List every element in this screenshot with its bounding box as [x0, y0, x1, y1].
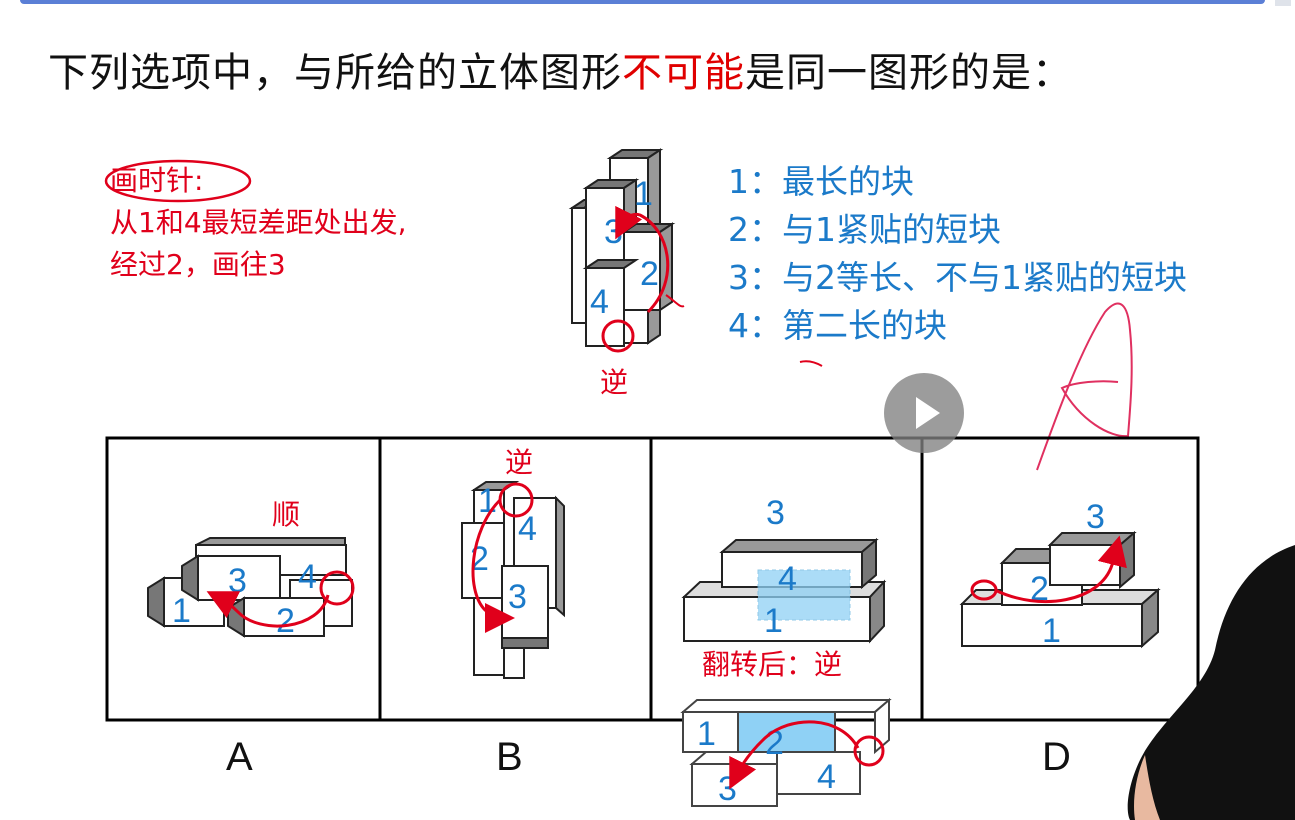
option-a-number-2: 2 — [276, 602, 295, 640]
option-c-flipped-arrow — [729, 720, 860, 790]
ref-rotation-arrow — [615, 205, 670, 314]
option-a-label: A — [226, 735, 253, 779]
legend-item-1: 1：最长的块 — [728, 162, 914, 201]
option-c-numbers: 3 4 1 — [764, 494, 797, 640]
annotation-title: 画时针: — [110, 164, 204, 197]
reference-numbers: 1 3 2 4 — [590, 175, 659, 321]
option-a-start-circle — [319, 570, 355, 606]
answer-pen-mark — [1036, 302, 1133, 471]
ref-number-3: 3 — [604, 213, 623, 251]
legend-item-2: 2：与1紧贴的短块 — [728, 210, 1001, 249]
presenter-skin — [1134, 755, 1160, 820]
option-a-numbers: 3 4 1 2 — [172, 558, 317, 640]
ref-rotation-label: 逆 — [600, 366, 628, 399]
window-top-bar — [0, 0, 1295, 6]
option-c-flipped-number-1: 1 — [697, 715, 716, 753]
legend-item-3: 3：与2等长、不与1紧贴的短块 — [728, 258, 1187, 297]
option-d-number-3: 3 — [1086, 498, 1105, 536]
option-c-number-3: 3 — [766, 494, 785, 532]
ref-number-4: 4 — [590, 283, 609, 321]
option-a-number-1: 1 — [172, 592, 191, 630]
option-b-arrow — [471, 498, 515, 633]
annotation-circle — [104, 159, 252, 203]
option-c-start-circle — [853, 735, 885, 767]
block-legend: 1：最长的块 2：与1紧贴的短块 3：与2等长、不与1紧贴的短块 4：第二长的块 — [728, 158, 1187, 350]
question-suffix: 是同一图形的是： — [745, 50, 1073, 96]
ref-number-2: 2 — [640, 255, 659, 293]
legend-item-4: 4：第二长的块 — [728, 306, 947, 345]
option-b-number-4: 4 — [518, 510, 537, 548]
option-a-rotation: 顺 — [272, 498, 300, 531]
option-c-flipped-number-4: 4 — [817, 758, 836, 796]
question-prefix: 下列选项中，与所给的立体图形 — [48, 50, 622, 96]
question-title: 下列选项中，与所给的立体图形不可能是同一图形的是： — [48, 40, 1073, 98]
ref-number-1: 1 — [634, 175, 653, 213]
ref-start-circle — [601, 319, 635, 353]
option-c-highlight-block — [757, 569, 851, 621]
accent-bar — [20, 0, 1265, 4]
annotation-line-2: 经过2，画往3 — [110, 248, 286, 281]
option-c-number-1: 1 — [764, 602, 783, 640]
annotation-line-1: 从1和4最短差距处出发, — [110, 206, 407, 239]
option-d-label: D — [1042, 735, 1071, 779]
window-corner — [1275, 0, 1291, 6]
option-d-start-circle — [970, 579, 998, 601]
option-c-number-4: 4 — [778, 560, 797, 598]
question-highlight: 不可能 — [622, 50, 745, 96]
option-d-number-2: 2 — [1030, 570, 1049, 608]
option-c-rotation: 翻转后：逆 — [702, 648, 842, 681]
play-icon[interactable] — [884, 373, 964, 453]
legend-pen-mark — [799, 360, 823, 367]
option-b-start-circle — [498, 482, 534, 518]
option-b-rotation: 逆 — [505, 446, 533, 479]
option-b-number-3: 3 — [508, 578, 527, 616]
option-b-label: B — [496, 735, 523, 779]
option-d-number-1: 1 — [1042, 612, 1061, 650]
option-a-number-4: 4 — [298, 558, 317, 596]
option-d-numbers: 3 2 1 — [1030, 498, 1105, 650]
annotation-note: 画时针: 从1和4最短差距处出发, 经过2，画往3 — [110, 160, 407, 286]
option-a-arrow — [206, 591, 330, 628]
options-panel — [105, 436, 1200, 722]
presenter-silhouette — [1127, 545, 1295, 820]
option-a-number-3: 3 — [228, 562, 247, 600]
ref-tick-mark — [665, 294, 685, 308]
option-d-arrow — [994, 535, 1127, 603]
option-c-flipped-number-3: 3 — [718, 770, 737, 808]
